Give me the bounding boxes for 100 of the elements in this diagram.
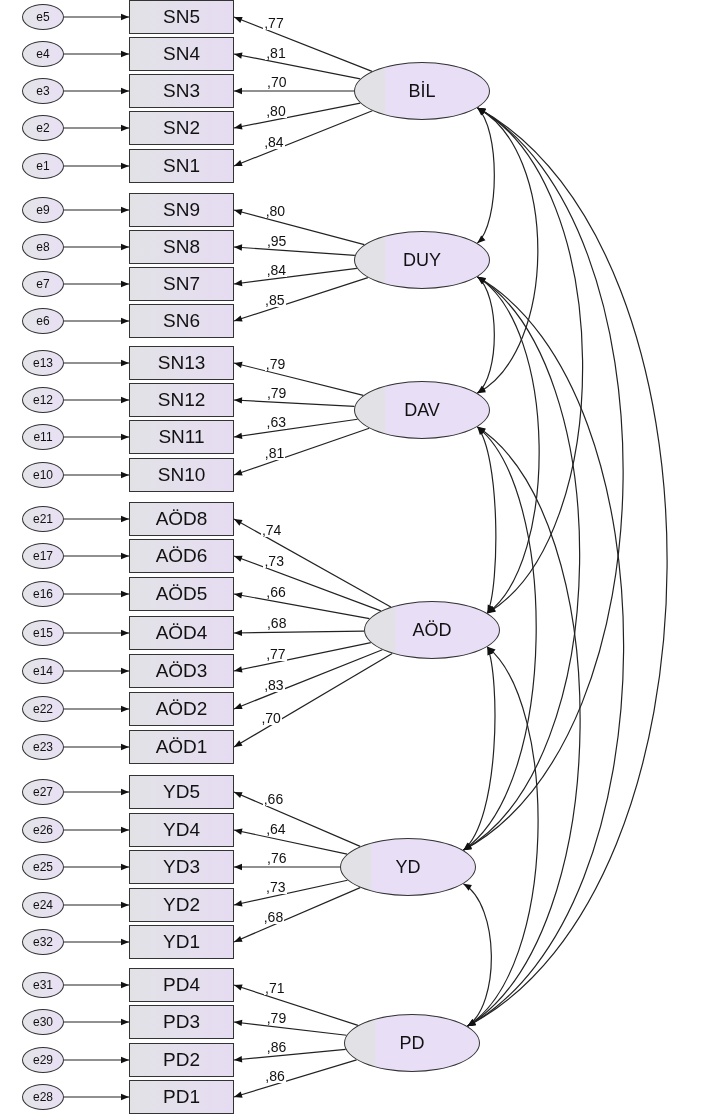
latent-variable-ellipse: YD: [340, 838, 476, 896]
arrow: [233, 984, 359, 1026]
arrow: [233, 102, 361, 130]
observed-variable-box: YD2: [129, 888, 234, 922]
arrow: [63, 1093, 130, 1101]
arrow: [233, 791, 361, 847]
arrow: [63, 743, 130, 751]
edge-label: ,73: [265, 880, 287, 895]
edge-label: ,66: [265, 585, 287, 600]
arrow: [233, 87, 355, 95]
arrow: [233, 267, 358, 287]
error-term-circle: e10: [22, 462, 64, 488]
arrow: [233, 629, 365, 637]
observed-variable-box: PD4: [129, 968, 234, 1002]
observed-variable-box: PD2: [129, 1043, 234, 1077]
covariance-arrow: [462, 646, 496, 851]
observed-variable-box: PD1: [129, 1080, 234, 1114]
error-term-circle: e2: [22, 115, 64, 141]
error-term-circle: e3: [22, 78, 64, 104]
observed-variable-box: SN12: [129, 383, 234, 417]
arrow: [63, 938, 130, 946]
edge-label: ,68: [266, 616, 288, 631]
latent-variable-ellipse: DUY: [354, 231, 490, 289]
error-term-circle: e11: [22, 424, 64, 450]
arrow: [63, 471, 130, 479]
error-term-circle: e31: [22, 972, 64, 998]
arrow: [233, 244, 356, 256]
arrow: [233, 1048, 347, 1063]
error-term-circle: e23: [22, 734, 64, 760]
error-term-circle: e28: [22, 1084, 64, 1110]
arrow: [233, 16, 373, 72]
arrow: [63, 667, 130, 675]
arrow: [63, 50, 130, 58]
latent-variable-ellipse: PD: [344, 1014, 480, 1072]
observed-variable-box: SN1: [129, 149, 234, 183]
edge-label: ,86: [265, 1040, 288, 1055]
edge-label: ,68: [262, 910, 285, 925]
arrow: [63, 359, 130, 367]
edge-label: ,79: [265, 1010, 288, 1025]
arrow: [233, 649, 383, 710]
edge-label: ,76: [266, 851, 288, 865]
error-term-circle: e4: [22, 41, 64, 67]
error-term-circle: e29: [22, 1047, 64, 1073]
edge-label: ,73: [263, 554, 285, 568]
arrow: [233, 652, 393, 748]
edge-label: ,70: [260, 710, 282, 725]
covariance-arrow: [476, 276, 495, 394]
arrow: [63, 552, 130, 560]
observed-variable-box: YD5: [129, 775, 234, 809]
edge-label: ,71: [264, 981, 286, 996]
observed-variable-box: SN5: [129, 0, 234, 34]
observed-variable-box: YD4: [129, 813, 234, 847]
observed-variable-box: SN10: [129, 458, 234, 492]
error-term-circle: e21: [22, 506, 64, 532]
arrow: [63, 981, 130, 989]
arrow: [63, 629, 130, 637]
arrow: [233, 52, 361, 80]
arrow: [63, 162, 130, 170]
observed-variable-box: AÖD4: [129, 616, 234, 650]
edge-label: ,74: [260, 522, 283, 537]
arrow: [233, 276, 369, 322]
error-term-circle: e7: [22, 271, 64, 297]
arrow: [63, 863, 130, 871]
arrow: [63, 13, 130, 21]
arrow: [63, 1056, 130, 1064]
observed-variable-box: SN7: [129, 267, 234, 301]
edge-label: ,95: [265, 233, 288, 248]
edge-label: ,77: [265, 646, 287, 661]
arrow: [63, 206, 130, 214]
arrow: [233, 592, 371, 620]
arrow: [63, 901, 130, 909]
arrow: [63, 396, 130, 404]
observed-variable-box: AÖD2: [129, 692, 234, 726]
error-term-circle: e25: [22, 854, 64, 880]
arrow: [233, 427, 370, 476]
observed-variable-box: SN9: [129, 193, 234, 227]
observed-variable-box: SN11: [129, 420, 234, 454]
arrow: [63, 788, 130, 796]
edge-label: ,86: [264, 1069, 286, 1084]
edge-label: ,85: [264, 292, 286, 307]
error-term-circle: e22: [22, 696, 64, 722]
observed-variable-box: SN8: [129, 230, 234, 264]
arrow: [63, 590, 130, 598]
arrow: [63, 87, 130, 95]
observed-variable-box: AÖD5: [129, 577, 234, 611]
error-term-circle: e15: [22, 620, 64, 646]
arrow: [233, 1059, 358, 1098]
arrow: [63, 280, 130, 288]
observed-variable-box: SN13: [129, 346, 234, 380]
error-term-circle: e1: [22, 153, 64, 179]
edge-label: ,70: [266, 75, 288, 89]
observed-variable-box: PD3: [129, 1005, 234, 1039]
arrow: [63, 317, 130, 325]
error-term-circle: e26: [22, 817, 64, 843]
error-term-circle: e30: [22, 1009, 64, 1035]
edge-label: ,84: [265, 262, 288, 277]
arrow: [233, 110, 373, 167]
arrow: [63, 124, 130, 132]
arrow: [63, 1018, 130, 1026]
error-term-circle: e6: [22, 308, 64, 334]
